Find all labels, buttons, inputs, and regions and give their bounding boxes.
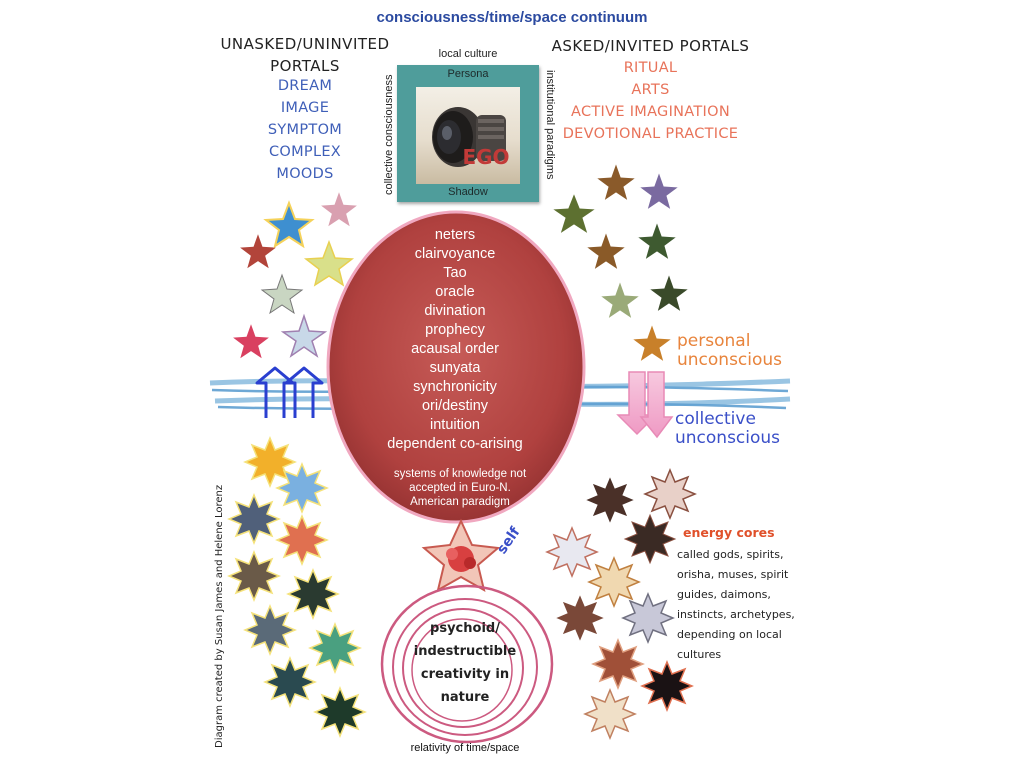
persona-label: Persona [447, 68, 489, 80]
energy-cores-description: called gods, spirits, orisha, muses, spi… [677, 545, 817, 665]
down-arrows [616, 371, 674, 439]
left-portals-heading-line2: PORTALS [270, 57, 340, 75]
center-list-item: synchronicity [413, 379, 497, 395]
left-portal-stars [228, 187, 362, 362]
ego-label: EGO [462, 145, 510, 169]
energy-cores-line: cultures [677, 648, 722, 661]
personal-unconscious-label: personal unconscious [677, 332, 782, 370]
ego-box: Persona EGO Shadow [397, 65, 539, 202]
psychoid-line: indestructible [413, 644, 517, 659]
center-list-item: Tao [443, 265, 467, 281]
local-culture-label: local culture [438, 48, 498, 60]
left-portal-item: MOODS [276, 166, 334, 182]
center-list-item: divination [424, 303, 486, 319]
diagram-title: consciousness/time/space continuum [376, 9, 648, 26]
center-list-item: prophecy [425, 322, 485, 338]
left-portal-item: DREAM [277, 78, 333, 94]
shadow-label: Shadow [448, 186, 488, 198]
personal-unconscious-line1: personal [677, 331, 751, 351]
center-knowledge-list: neters clairvoyance Tao oracle divinatio… [330, 226, 580, 454]
right-portal-item: ARTS [631, 82, 670, 98]
center-note: systems of knowledge not accepted in Eur… [393, 468, 527, 508]
center-list-item: acausal order [411, 341, 499, 357]
center-list-item: oracle [435, 284, 475, 300]
energy-cores-title: energy cores [683, 525, 775, 540]
left-portal-item: IMAGE [280, 100, 330, 116]
psychoid-line: creativity in [420, 667, 510, 682]
energy-cores-line: depending on local [677, 628, 782, 641]
psychoid-spiral [380, 584, 554, 744]
energy-cores-line: called gods, spirits, [677, 548, 784, 561]
psychoid-text: psychoid/ indestructible creativity in n… [405, 617, 525, 709]
energy-cores-line: orisha, muses, spirit [677, 568, 789, 581]
energy-cores-line: guides, daimons, [677, 588, 771, 601]
left-portals-heading-line1: UNASKED/UNINVITED [220, 35, 390, 53]
left-portals-heading: UNASKED/UNINVITED PORTALS [215, 33, 395, 77]
psychoid-line: psychoid/ [430, 621, 500, 636]
center-list-item: intuition [430, 417, 480, 433]
right-portal-stars [550, 161, 691, 364]
right-portals-heading: ASKED/INVITED PORTALS [551, 37, 750, 55]
left-portal-item: COMPLEX [268, 144, 342, 160]
right-portals-list: RITUAL ARTS ACTIVE IMAGINATION DEVOTIONA… [548, 57, 753, 145]
relativity-label: relativity of time/space [410, 742, 520, 754]
up-arrows [255, 366, 324, 418]
left-burst-stars [227, 436, 367, 738]
camera-lens-image: EGO [416, 87, 520, 184]
center-list-item: dependent co-arising [387, 436, 523, 452]
center-list-item: clairvoyance [414, 246, 496, 262]
energy-cores-line: instincts, archetypes, [677, 608, 795, 621]
personal-unconscious-line2: unconscious [677, 350, 783, 370]
energy-core-stars [545, 468, 697, 740]
collective-unconscious-line2: unconscious [675, 428, 781, 448]
psychoid-line: nature [440, 690, 490, 705]
left-portals-list: DREAM IMAGE SYMPTOM COMPLEX MOODS [215, 75, 395, 185]
right-portal-item: ACTIVE IMAGINATION [570, 104, 730, 120]
collective-unconscious-line1: collective [675, 409, 756, 429]
diagram-credit: Diagram created by Susan James and Helen… [214, 484, 225, 748]
center-list-item: ori/destiny [421, 398, 489, 414]
camera-lens-icon [432, 107, 506, 167]
right-portal-item: DEVOTIONAL PRACTICE [562, 126, 739, 142]
collective-unconscious-label: collective unconscious [675, 410, 780, 448]
center-list-item: sunyata [429, 360, 481, 376]
center-list-item: neters [434, 227, 476, 243]
central-oval [326, 210, 586, 524]
left-portal-item: SYMPTOM [267, 122, 343, 138]
right-portal-item: RITUAL [623, 60, 678, 76]
